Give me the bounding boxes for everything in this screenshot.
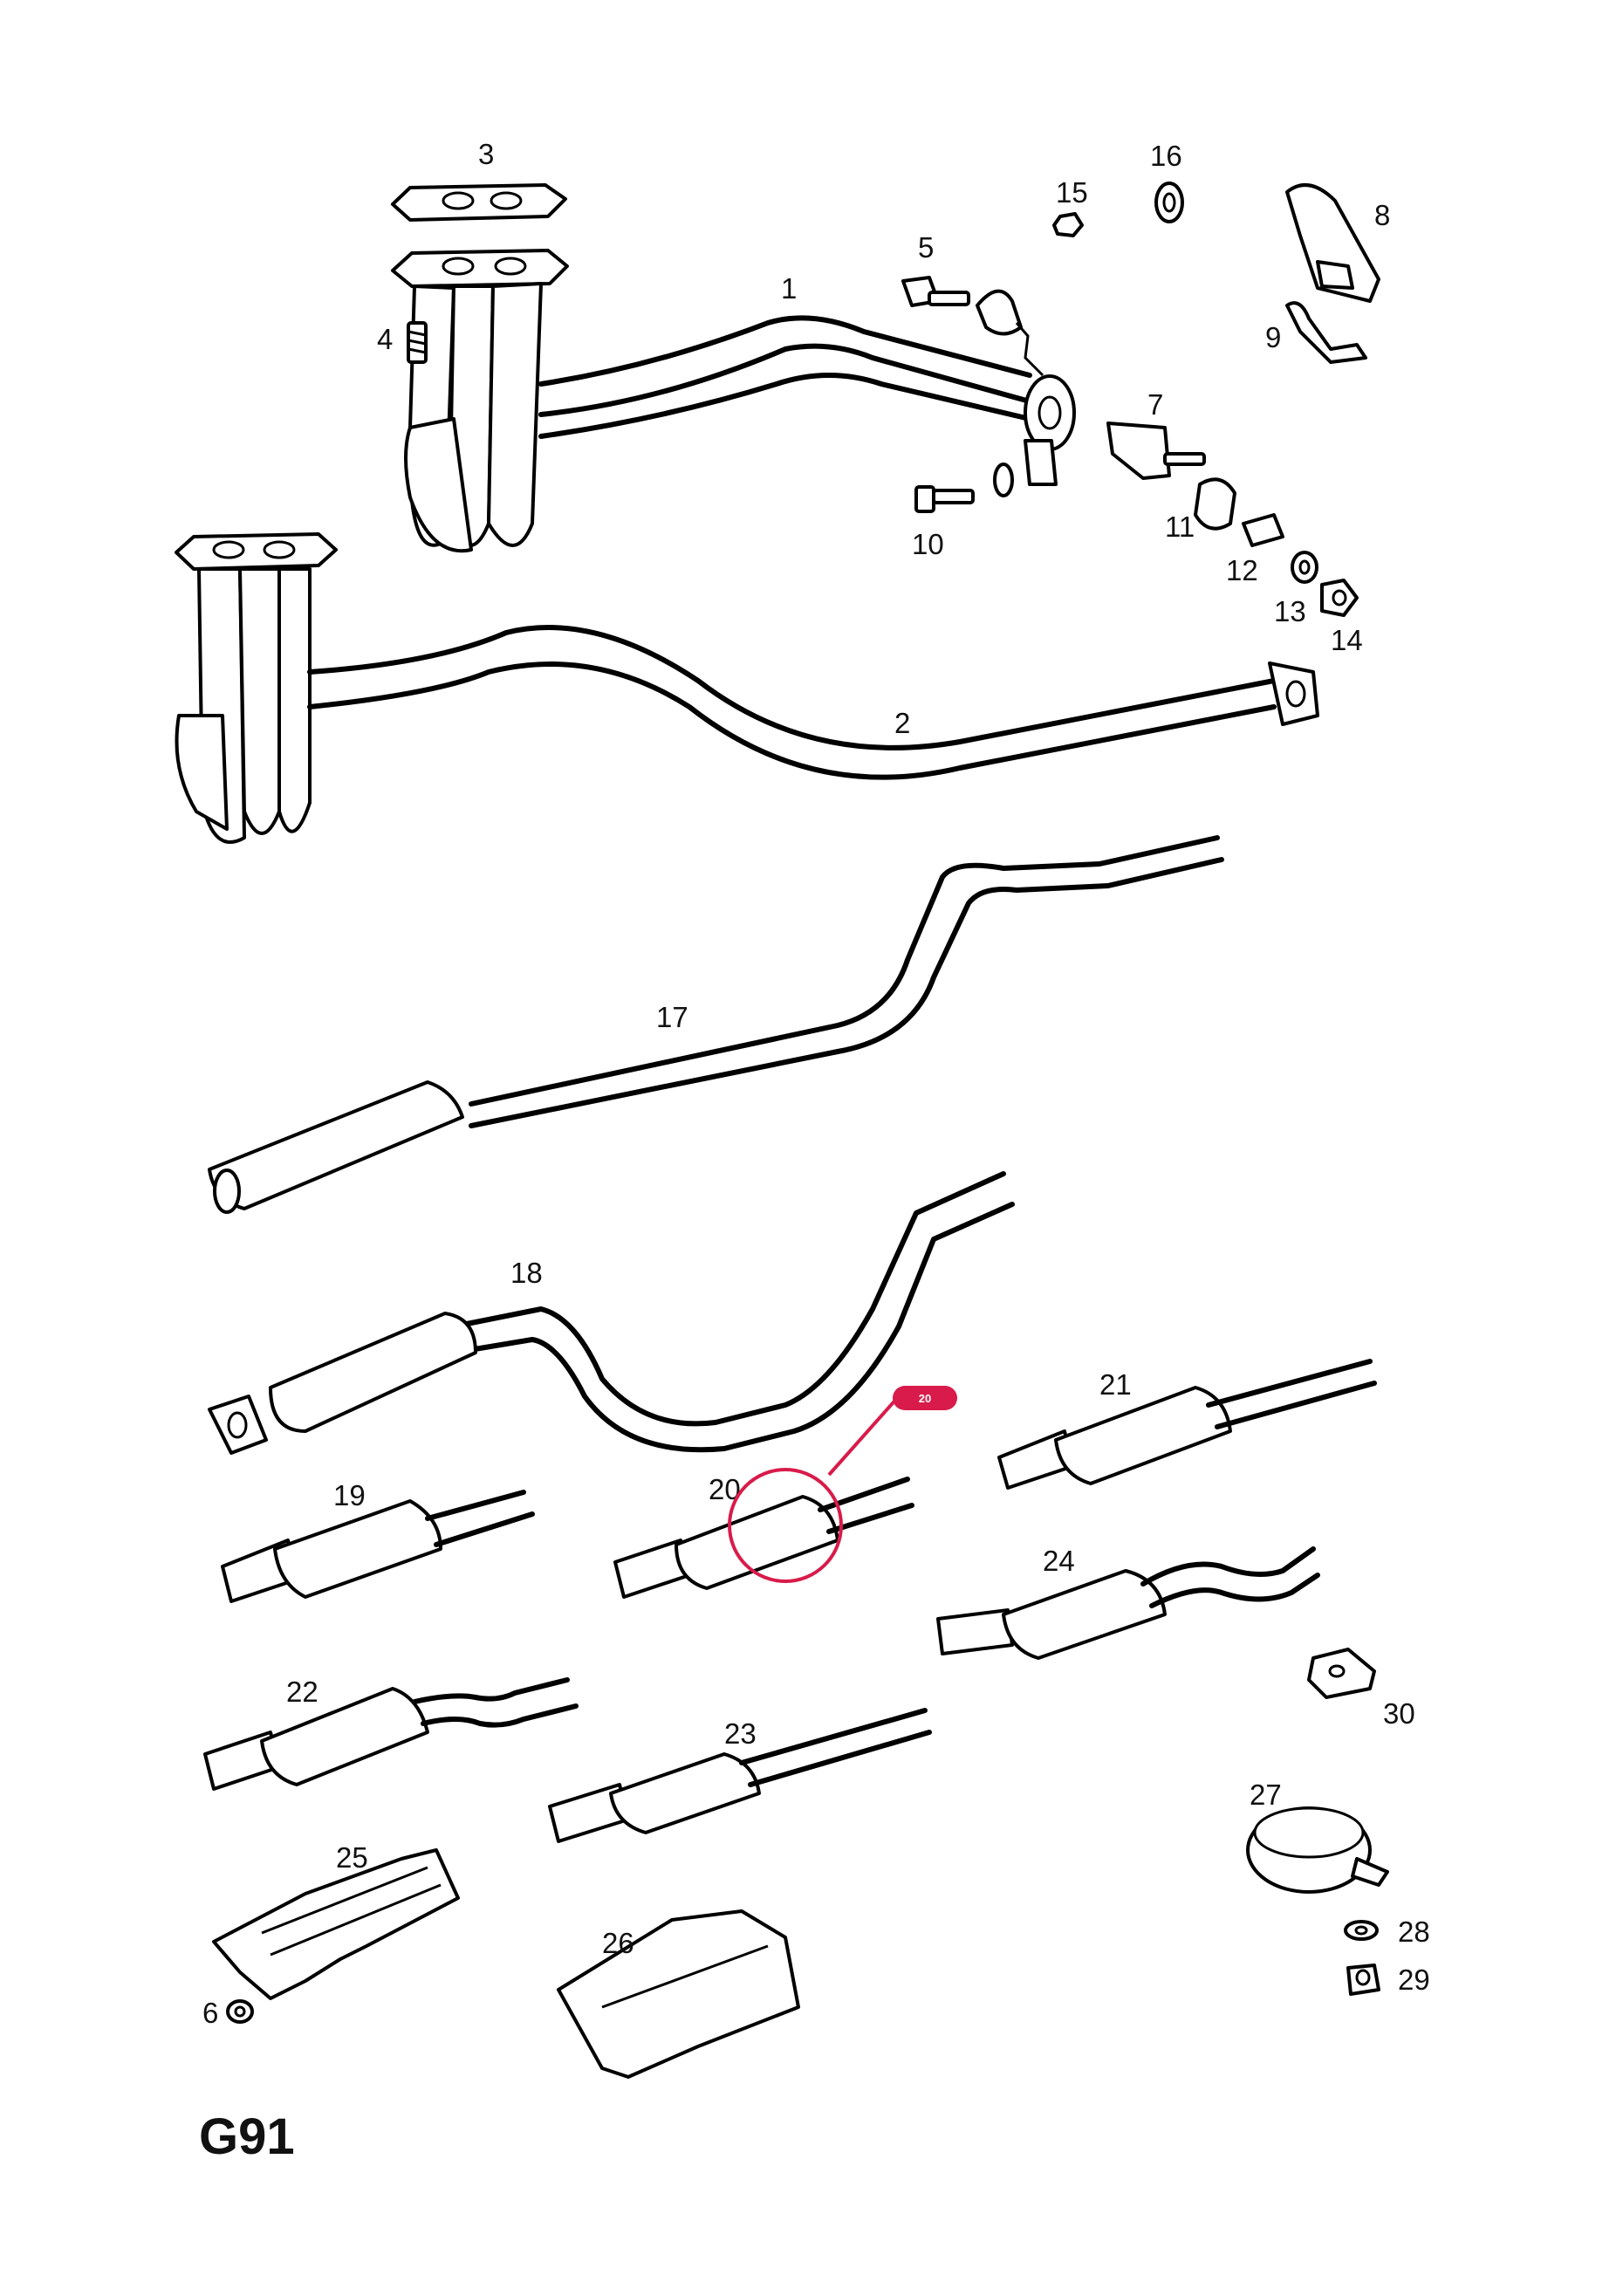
part-13-washer[interactable] xyxy=(1291,551,1318,584)
part-21-rear-silencer[interactable] xyxy=(997,1359,1377,1490)
part-6-nut[interactable] xyxy=(226,1999,254,2024)
callout-30: 30 xyxy=(1383,1697,1415,1730)
highlight-badge[interactable] xyxy=(893,1386,957,1410)
callout-2: 2 xyxy=(894,707,910,739)
callout-15: 15 xyxy=(1056,176,1088,209)
part-14-nut[interactable] xyxy=(1320,579,1359,617)
part-26-heat-shield[interactable] xyxy=(557,1909,800,2079)
callout-17: 17 xyxy=(656,1001,688,1033)
part-2-front-pipe-alt[interactable] xyxy=(175,532,1319,844)
callout-16: 16 xyxy=(1150,140,1182,172)
part-11-bush[interactable] xyxy=(1194,477,1236,531)
callout-13: 13 xyxy=(1274,595,1306,627)
part-4-bolt[interactable] xyxy=(407,321,428,364)
callout-26: 26 xyxy=(602,1927,634,1959)
page-code: G91 xyxy=(199,2108,295,2165)
callout-6: 6 xyxy=(202,1997,218,2029)
part-24-rear-silencer[interactable] xyxy=(936,1546,1320,1660)
callout-4: 4 xyxy=(377,323,393,355)
callout-23: 23 xyxy=(724,1717,757,1750)
part-30-mount[interactable] xyxy=(1307,1648,1376,1699)
callout-5: 5 xyxy=(918,231,934,264)
part-19-rear-silencer[interactable] xyxy=(221,1490,535,1603)
part-27-clamp[interactable] xyxy=(1246,1806,1389,1894)
callout-8: 8 xyxy=(1374,199,1390,231)
part-16-ring[interactable] xyxy=(1154,182,1184,223)
callout-9: 9 xyxy=(1265,321,1281,353)
part-9-clip[interactable] xyxy=(1285,301,1367,364)
part-1-front-pipe[interactable] xyxy=(391,249,1076,553)
callout-19: 19 xyxy=(333,1479,366,1511)
part-18-centre-silencer-alt[interactable] xyxy=(208,1171,1015,1455)
highlight-badge-label: 20 xyxy=(919,1392,931,1405)
callout-3: 3 xyxy=(478,138,494,170)
part-29-nut[interactable] xyxy=(1346,1964,1380,1996)
callout-21: 21 xyxy=(1099,1368,1132,1401)
part-12-sleeve[interactable] xyxy=(1242,513,1284,547)
callout-28: 28 xyxy=(1398,1916,1430,1948)
part-8-strap[interactable] xyxy=(1285,183,1380,303)
part-5-bolt-rubber[interactable] xyxy=(901,276,1044,377)
part-28-washer[interactable] xyxy=(1344,1920,1379,1941)
callout-7: 7 xyxy=(1147,388,1163,421)
callout-14: 14 xyxy=(1331,624,1363,656)
callout-10: 10 xyxy=(912,528,944,560)
callout-29: 29 xyxy=(1398,1964,1430,1996)
callout-12: 12 xyxy=(1226,554,1258,586)
part-17-centre-silencer[interactable] xyxy=(208,835,1224,1214)
callout-1: 1 xyxy=(781,272,797,305)
part-10-bolt[interactable] xyxy=(914,463,1014,513)
part-20-rear-silencer[interactable] xyxy=(613,1477,914,1599)
highlight-leader-line xyxy=(827,1395,901,1477)
part-22-rear-silencer[interactable] xyxy=(203,1677,579,1791)
callout-27: 27 xyxy=(1250,1779,1282,1811)
callout-11: 11 xyxy=(1165,511,1195,543)
callout-24: 24 xyxy=(1043,1545,1075,1577)
callout-22: 22 xyxy=(286,1676,318,1708)
part-23-rear-silencer[interactable] xyxy=(548,1708,932,1843)
part-3-gasket[interactable] xyxy=(391,183,567,222)
highlight-annotation[interactable]: 20 xyxy=(728,1386,957,1583)
callout-18: 18 xyxy=(510,1257,543,1289)
part-25-heat-shield[interactable] xyxy=(212,1848,460,2000)
callout-25: 25 xyxy=(336,1841,368,1874)
part-7-bracket[interactable] xyxy=(1106,422,1206,480)
highlight-circle xyxy=(728,1468,843,1583)
part-15-nut[interactable] xyxy=(1052,212,1084,237)
